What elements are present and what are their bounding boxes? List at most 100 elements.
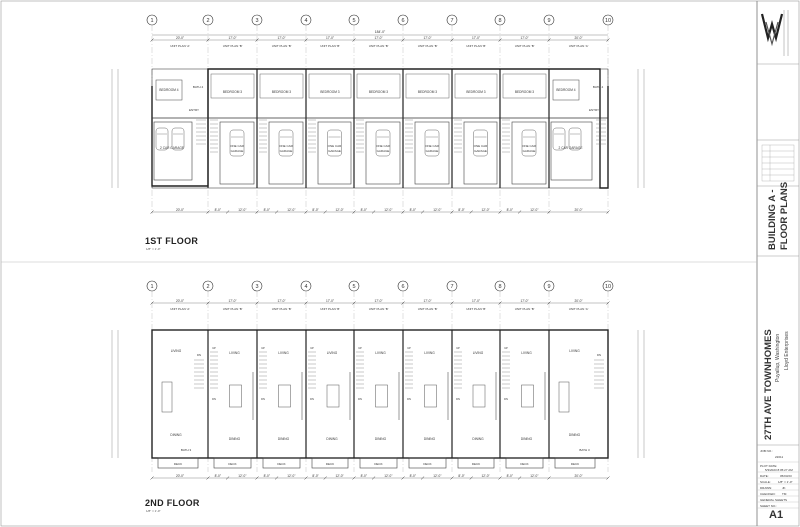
room-dining: DINING (278, 437, 290, 441)
room-bedroom3: BEDROOM 3 (320, 90, 339, 94)
title-block (757, 10, 799, 509)
grid-label-3: 3 (255, 18, 258, 24)
project-location: Puyallup, Washington (775, 333, 781, 382)
kitchen-island (424, 384, 437, 408)
bottom-dim-tick-3 (255, 210, 259, 214)
deck-outline (457, 457, 495, 469)
room-dining: DINING (170, 433, 182, 437)
stair-dn: DN (197, 353, 201, 357)
room-garage1-b: GARAGE (426, 149, 439, 153)
bottom-dim-label-0: 20'-0" (176, 208, 184, 212)
unit2-label-4: UNIT PLAN 'B' (320, 307, 340, 311)
garage1-room (317, 121, 352, 185)
floor-title-1st: 1ST FLOOR (145, 236, 199, 246)
bottom-dim-tick-15 (547, 210, 551, 214)
bottom-dim2-tick-16 (606, 476, 610, 480)
date: 05/03/23 (780, 474, 792, 478)
top-dim-label-6: 17'-0" (472, 36, 480, 40)
bottom-dim-label-7: 8'-0" (361, 208, 367, 212)
room-bath4: BATH 4 (193, 85, 204, 89)
unit2-label-9: UNIT PLAN 'A' (569, 307, 589, 311)
garage1-room (463, 121, 498, 185)
bottom-dim2-label-15: 20'-0" (574, 474, 582, 478)
top-dim2-label-6: 17'-0" (472, 299, 480, 303)
stair-dn: DN (261, 397, 265, 401)
top-dim-tick-3 (304, 38, 308, 42)
unit-label-1: UNIT PLAN 'A' (170, 44, 190, 48)
grid-label-3: 3 (255, 284, 258, 290)
room-dining: DINING (375, 437, 387, 441)
bottom-dim2-label-9: 8'-0" (410, 474, 416, 478)
bottom-dim-label-15: 20'-0" (574, 208, 582, 212)
grid-label-1: 1 (150, 18, 153, 24)
stair-up: UP (504, 346, 508, 350)
top-dim2-label-0: 20'-0" (176, 299, 184, 303)
bottom-dim-label-1: 8'-0" (215, 208, 221, 212)
bottom-dim2-tick-9 (401, 476, 405, 480)
bottom-dim-label-13: 8'-0" (507, 208, 513, 212)
stair-up: UP (358, 346, 362, 350)
room-living: LIVING (229, 351, 240, 355)
bedroom3-room (502, 73, 547, 99)
sheet-no-label: SHEET NO.: (760, 504, 777, 508)
bottom-dim2-label-2: 12'-0" (238, 474, 246, 478)
general-sheets-label: GENERAL SHEETS (760, 498, 788, 502)
bottom-dim-tick-7 (352, 210, 356, 214)
bottom-dim2-tick-1 (206, 476, 210, 480)
unit-label-8: UNIT PLAN 'B' (515, 44, 535, 48)
car-icon (375, 129, 391, 157)
checked-label: CHECKED: (760, 492, 776, 496)
room-deck: DECK (228, 462, 236, 466)
room-garage2: 2 CAR GARAGE (559, 146, 583, 150)
grid-label-10: 10 (605, 18, 611, 24)
grid-label-7: 7 (450, 18, 453, 24)
kitchen-island (326, 384, 340, 408)
sheet-title-line2: FLOOR PLANS (779, 181, 790, 250)
bottom-dim-tick-10 (420, 210, 425, 214)
top-dim-tick-9 (606, 38, 610, 42)
bottom-dim-tick-9 (401, 210, 405, 214)
bottom-dim-tick-2 (225, 210, 230, 214)
grid-label-7: 7 (450, 284, 453, 290)
plot-date: 5/3/2023 8:05:27 AM (765, 468, 793, 472)
grid-label-6: 6 (401, 284, 404, 290)
bottom-dim2-label-5: 8'-0" (312, 474, 318, 478)
garage1-room (219, 121, 255, 185)
overall-dimension: 184'-0" (375, 30, 386, 34)
stair-dn: DN (597, 353, 601, 357)
top-dim-label-5: 17'-0" (423, 36, 431, 40)
bottom-dim-label-14: 12'-0" (530, 208, 538, 212)
stair-dn: DN (358, 397, 362, 401)
job-no-label: JOB NO.: (760, 449, 773, 453)
bottom-dim-label-10: 12'-0" (433, 208, 441, 212)
stair-dn: DN (310, 397, 314, 401)
top-dim-label-8: 20'-0" (574, 36, 582, 40)
car-icon-0 (155, 127, 169, 151)
room-dining: DINING (229, 437, 241, 441)
grid-label-2: 2 (206, 284, 209, 290)
room-deck: DECK (326, 462, 334, 466)
room-bath3: BATH 3 (579, 448, 590, 452)
garage2-room (550, 121, 593, 181)
drawn-label: DRAWN: (760, 486, 773, 490)
car-icon-1 (568, 127, 582, 151)
kitchen-island (521, 384, 534, 408)
top-dim2-tick-9 (606, 301, 610, 305)
grid-label-1: 1 (150, 284, 153, 290)
room-living: LIVING (424, 351, 435, 355)
unit2-label-3: UNIT PLAN 'B' (272, 307, 292, 311)
room-living: LIVING (375, 351, 386, 355)
room-garage1: ONE CAR (328, 144, 343, 148)
room-garage1-b: GARAGE (377, 149, 390, 153)
top-dim-label-4: 17'-0" (374, 36, 382, 40)
grid-label-5: 5 (352, 284, 355, 290)
room-garage1-b: GARAGE (474, 149, 487, 153)
car-icon (229, 129, 245, 157)
bottom-dim2-tick-11 (450, 476, 454, 480)
bottom-dim2-tick-8 (371, 476, 376, 480)
room-garage1: ONE CAR (376, 144, 391, 148)
room-deck: DECK (374, 462, 382, 466)
